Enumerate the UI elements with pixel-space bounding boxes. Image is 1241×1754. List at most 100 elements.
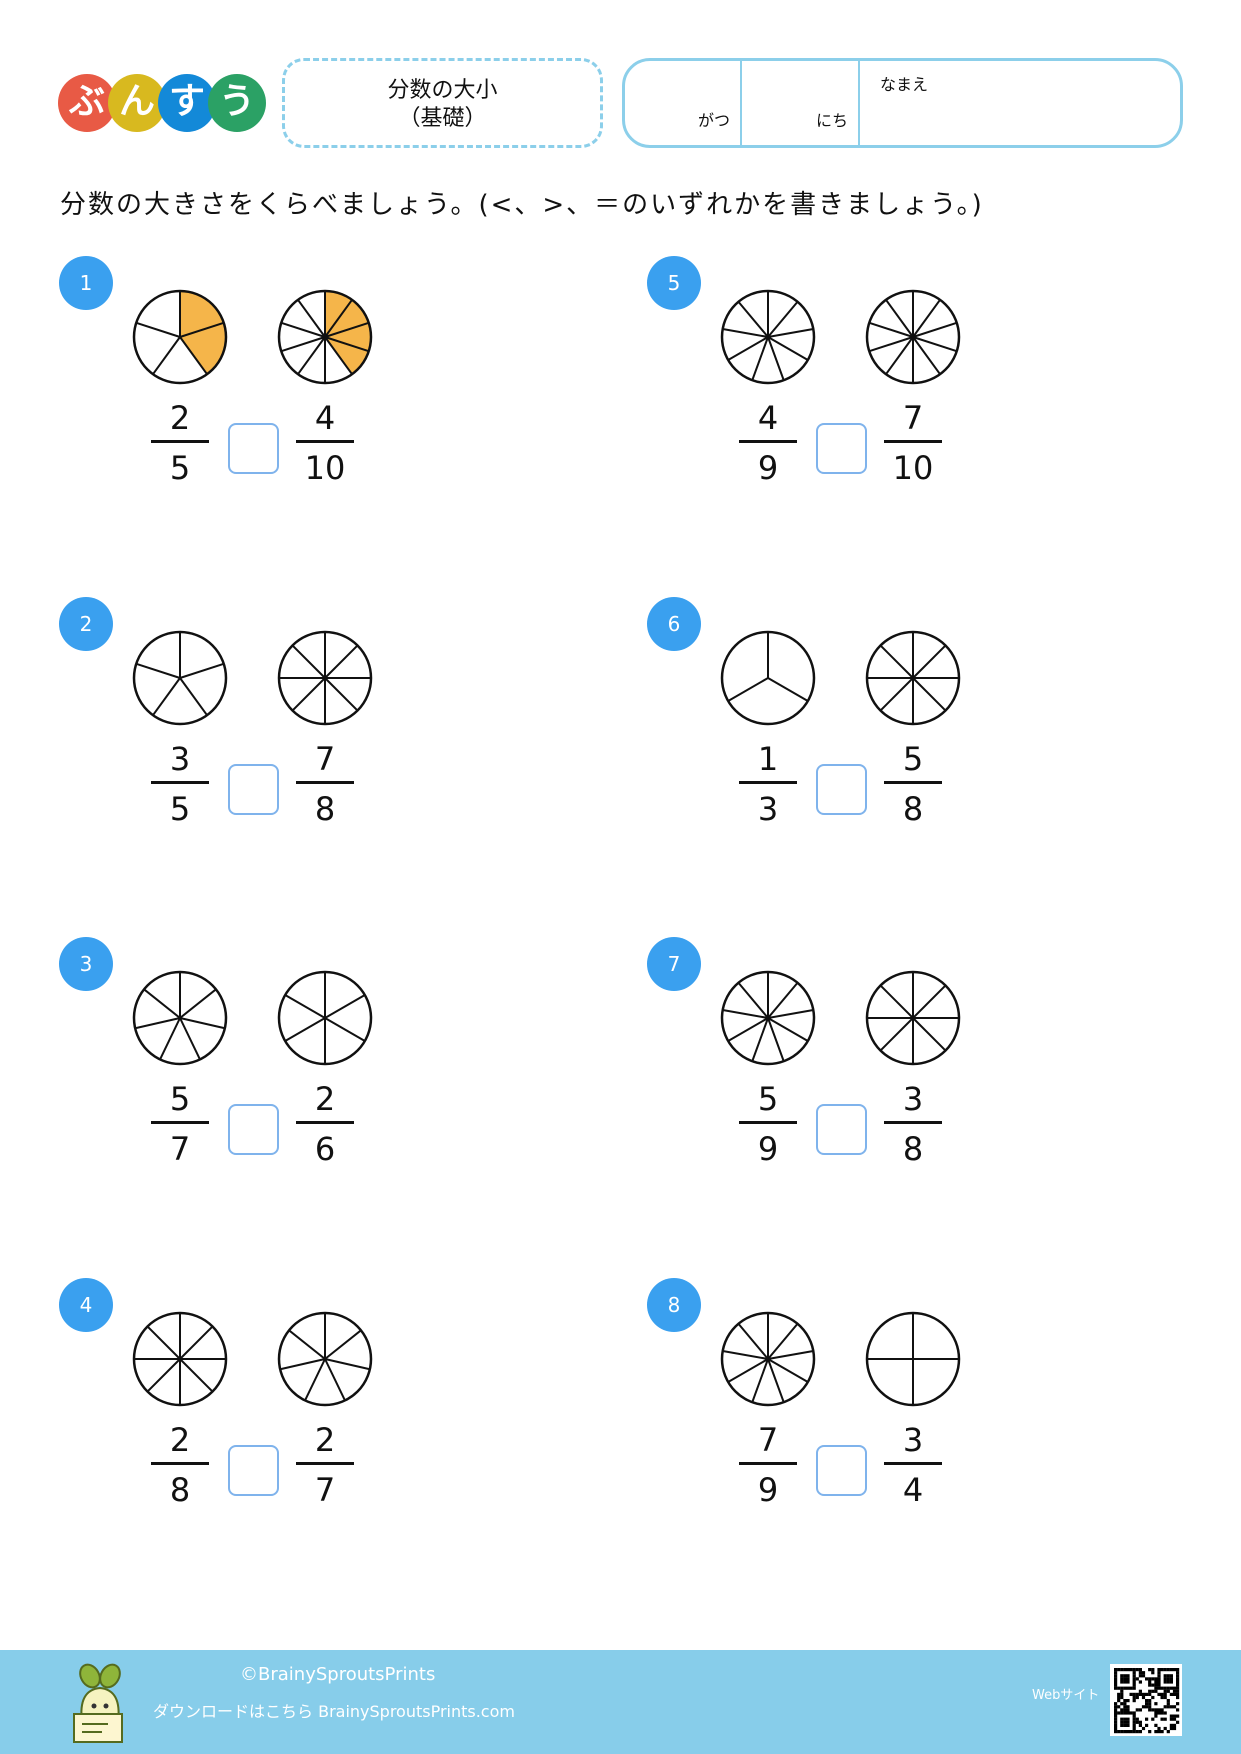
footer: ©BrainySproutsPrints ダウンロードはこちら BrainySp…	[0, 1650, 1241, 1754]
denominator: 7	[169, 1130, 191, 1168]
fraction-pie	[277, 289, 373, 385]
denominator: 7	[314, 1470, 336, 1509]
problem-number-badge: 8	[647, 1277, 701, 1332]
numerator: 2	[314, 1080, 336, 1118]
fraction-bar	[739, 1121, 797, 1124]
numerator: 5	[757, 1080, 779, 1118]
problem-number-badge: 6	[647, 596, 701, 651]
answer-box[interactable]	[228, 423, 279, 474]
denominator: 8	[314, 789, 336, 828]
fraction-pie	[277, 630, 373, 725]
name-field[interactable]: なまえ	[860, 61, 1180, 145]
numerator: 2	[169, 399, 191, 437]
fraction-bar	[151, 440, 209, 443]
denominator: 9	[757, 1470, 779, 1509]
numerator: 2	[314, 1420, 336, 1459]
fraction-bar	[739, 780, 797, 784]
shaded-slice	[325, 337, 369, 375]
download-link[interactable]: ダウンロードはこちら BrainySproutsPrints.com	[153, 1702, 515, 1721]
denominator: 9	[757, 449, 779, 487]
qr-code-icon[interactable]	[1110, 1664, 1182, 1736]
numerator: 4	[314, 399, 336, 437]
numerator: 7	[902, 399, 924, 437]
answer-box[interactable]	[816, 1444, 867, 1496]
fraction-bar	[296, 1461, 354, 1465]
answer-box[interactable]	[816, 423, 867, 474]
fraction-bar	[884, 780, 942, 784]
answer-box[interactable]	[816, 1104, 867, 1155]
numerator: 1	[757, 739, 779, 778]
fraction-bar	[151, 1461, 209, 1465]
fraction-pie	[720, 1311, 816, 1406]
title-line: 分数の大小	[387, 78, 498, 103]
name-label: なまえ	[880, 75, 929, 94]
problem-number-badge: 3	[59, 937, 113, 991]
denominator: 6	[314, 1130, 336, 1168]
fraction-bar	[296, 440, 354, 443]
copyright: ©BrainySproutsPrints	[240, 1664, 436, 1685]
fraction-pie	[720, 630, 816, 725]
problem-number-badge: 1	[59, 256, 113, 310]
fraction-pie	[132, 1311, 228, 1406]
denominator: 8	[902, 1130, 924, 1168]
logo-char: ぶ	[58, 74, 116, 132]
fraction-pie	[865, 970, 961, 1066]
denominator: 8	[902, 789, 924, 828]
fraction-bar	[739, 1461, 797, 1465]
day-field[interactable]: にち	[742, 61, 860, 145]
denominator: 10	[892, 449, 934, 487]
shaded-slice	[180, 322, 226, 375]
logo-char: す	[158, 74, 216, 132]
answer-box[interactable]	[228, 1104, 279, 1155]
day-label: にち	[815, 111, 848, 130]
worksheet-title: 分数の大小 （基礎）	[282, 58, 603, 148]
instruction: 分数の大きさをくらべましょう。(<、>、＝のいずれかを書きましょう。)	[60, 190, 984, 220]
numerator: 2	[169, 1420, 191, 1459]
denominator: 8	[169, 1470, 191, 1509]
answer-box[interactable]	[228, 1444, 279, 1496]
fraction-pie	[865, 630, 961, 725]
fraction-pie	[132, 289, 228, 385]
sprout-mascot-icon	[73, 1663, 123, 1743]
answer-box[interactable]	[228, 763, 279, 815]
numerator: 5	[169, 1080, 191, 1118]
fraction-pie	[132, 970, 228, 1066]
fraction-bar	[151, 1121, 209, 1124]
fraction-pie	[277, 1311, 373, 1406]
logo: ぶ ん す う	[58, 74, 268, 132]
problem-number-badge: 7	[647, 937, 701, 991]
fraction-bar	[151, 780, 209, 784]
fraction-pie	[865, 289, 961, 385]
denominator: 5	[169, 789, 191, 828]
numerator: 3	[169, 739, 191, 778]
numerator: 4	[757, 399, 779, 437]
denominator: 3	[757, 789, 779, 828]
shaded-slice	[325, 299, 369, 337]
problem-number-badge: 2	[59, 596, 113, 651]
shaded-slice	[325, 291, 353, 337]
denominator: 4	[902, 1470, 924, 1509]
subtitle-line: （基礎）	[398, 106, 487, 131]
answer-box[interactable]	[816, 763, 867, 815]
denominator: 10	[304, 449, 346, 487]
name-date-box: がつ にち なまえ	[622, 58, 1183, 148]
month-label: がつ	[697, 111, 730, 130]
shaded-slice	[325, 322, 371, 352]
fraction-bar	[296, 780, 354, 784]
numerator: 3	[902, 1080, 924, 1118]
month-field[interactable]: がつ	[625, 61, 742, 145]
